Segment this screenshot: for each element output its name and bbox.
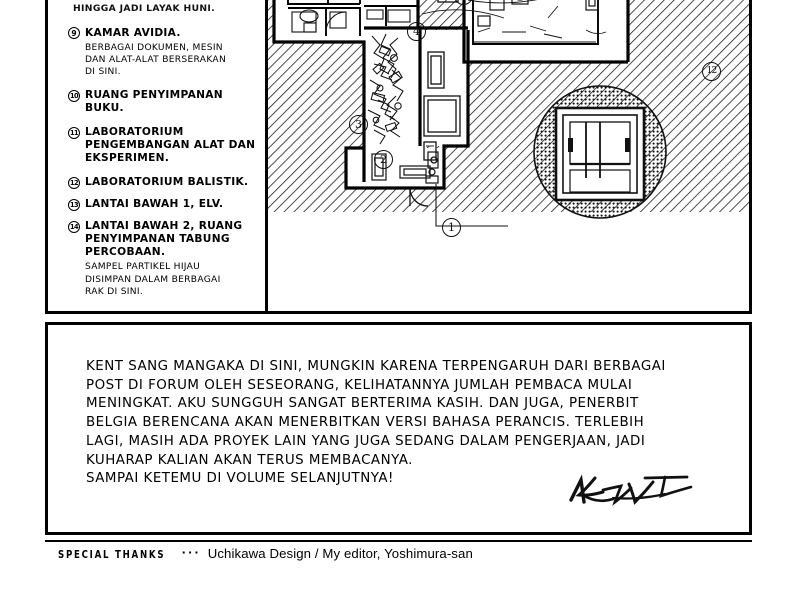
- legend-item-subtitle: SAMPEL PARTIKEL HIJAU DISIMPAN DALAM BER…: [85, 262, 221, 297]
- floorplan-callout-12: 12: [702, 62, 721, 81]
- legend-number-badge: 14: [68, 220, 80, 233]
- legend-item-title: LANTAI BAWAH 2, RUANG PENYIMPANAN TABUNG…: [85, 220, 243, 259]
- legend-number-badge: 10: [68, 89, 80, 102]
- afterword-panel: KENT SANG MANGAKA DI SINI, MUNGKIN KAREN…: [45, 322, 752, 535]
- legend-number-badge: 13: [68, 198, 80, 211]
- legend-continuation-text: DIBERSIHKAN OLEH CHIE HINGGA JADI LAYAK …: [73, 0, 216, 15]
- credits-divider: [45, 540, 752, 542]
- legend-item-title: LANTAI BAWAH 1, ELV.: [85, 198, 224, 211]
- legend-item-14: 14 LANTAI BAWAH 2, RUANG PENYIMPANAN TAB…: [68, 220, 256, 298]
- legend-item-13: 13 LANTAI BAWAH 1, ELV.: [68, 198, 256, 211]
- floorplan-callout-3: 3: [349, 115, 368, 134]
- afterword-text: KENT SANG MANGAKA DI SINI, MUNGKIN KAREN…: [86, 359, 666, 487]
- credits-label: SPECIAL THANKS: [58, 549, 166, 561]
- credits-text: Uchikawa Design / My editor, Yoshimura-s…: [207, 546, 473, 561]
- floorplan-vector: [268, 0, 749, 227]
- floorplan-callout-4: 4: [407, 22, 426, 41]
- legend-item-title: LABORATORIUM BALISTIK.: [85, 176, 249, 189]
- author-signature: [569, 474, 693, 506]
- legend-item-title: RUANG PENYIMPANAN BUKU.: [85, 89, 223, 115]
- floorplan-callout-1: 1: [442, 218, 461, 237]
- panel-divider: [265, 0, 268, 314]
- credits-dots: ···: [181, 546, 201, 559]
- floorplan-drawing: 5 7 4 12 3 2 1: [268, 0, 749, 311]
- legend-number-badge: 11: [68, 126, 80, 139]
- credits-line: SPECIAL THANKS ··· Uchikawa Design / My …: [58, 546, 473, 561]
- legend-number-badge: 12: [68, 176, 80, 189]
- legend-item-12: 12 LABORATORIUM BALISTIK.: [68, 176, 256, 189]
- legend-item-title: KAMAR AVIDIA.: [85, 26, 181, 39]
- legend-item-11: 11 LABORATORIUM PENGEMBANGAN ALAT DAN EK…: [68, 126, 256, 165]
- floorplan-callout-2: 2: [374, 150, 393, 169]
- legend-item-title: LABORATORIUM PENGEMBANGAN ALAT DAN EKSPE…: [85, 126, 256, 165]
- legend-item-10: 10 RUANG PENYIMPANAN BUKU.: [68, 89, 256, 115]
- legend-item-9: 9 KAMAR AVIDIA. BERBAGAI DOKUMEN, MESIN …: [68, 27, 256, 79]
- floorplan-legend: DIBERSIHKAN OLEH CHIE HINGGA JADI LAYAK …: [48, 0, 262, 311]
- legend-item-subtitle: BERBAGAI DOKUMEN, MESIN DAN ALAT-ALAT BE…: [85, 42, 227, 78]
- detail-inset: [533, 85, 667, 219]
- legend-number-badge: 9: [68, 27, 80, 40]
